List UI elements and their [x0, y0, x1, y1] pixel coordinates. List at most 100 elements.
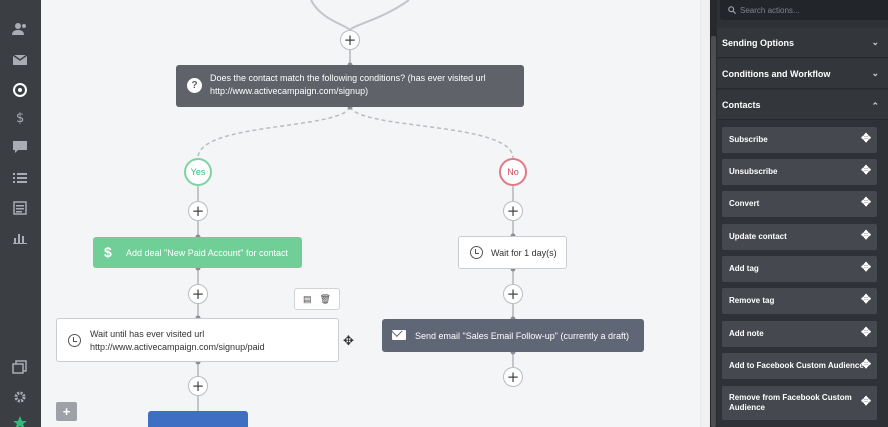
add-deal-label: Add deal "New Paid Account" for contact	[126, 247, 288, 258]
action-label: Remove tag	[729, 296, 775, 305]
add-deal-node[interactable]: $ Add deal "New Paid Account" for contac…	[93, 237, 302, 268]
move-icon: ✥	[860, 394, 871, 408]
move-icon: ✥	[860, 357, 871, 371]
wait-until-label: Wait until has ever visited url	[90, 329, 205, 339]
branch-no[interactable]: No	[499, 158, 527, 186]
settings-icon[interactable]	[11, 390, 29, 404]
move-icon: ✥	[860, 292, 871, 306]
branch-yes-label: Yes	[190, 167, 206, 177]
action-label: Remove from Facebook Custom Audience	[729, 393, 852, 412]
canvas-scrollbar[interactable]	[701, 0, 709, 427]
clock-icon	[68, 334, 81, 347]
add-step-button[interactable]: +	[188, 284, 208, 304]
trash-icon[interactable]: 🗑	[319, 293, 331, 304]
chevron-up-icon: ⌃	[871, 101, 879, 111]
chevron-down-icon: ⌄	[871, 37, 879, 47]
action-remove-facebook-audience[interactable]: Remove from Facebook Custom Audience ✥	[722, 386, 877, 420]
clock-icon	[470, 246, 483, 259]
move-icon: ✥	[860, 228, 871, 242]
wait-until-node[interactable]: Wait until has ever visited url http://w…	[56, 318, 339, 362]
note-icon[interactable]: ▤	[303, 293, 312, 304]
left-navigation: $	[0, 0, 41, 427]
add-step-button[interactable]: +	[503, 284, 523, 304]
move-icon: ✥	[860, 260, 871, 274]
action-remove-tag[interactable]: Remove tag ✥	[722, 288, 877, 314]
add-step-button[interactable]: +	[503, 367, 523, 387]
move-icon: ✥	[860, 325, 871, 339]
section-label: Sending Options	[722, 37, 794, 48]
action-label: Add tag	[729, 264, 759, 273]
forms-icon[interactable]	[11, 201, 29, 215]
add-step-button[interactable]: +	[188, 201, 208, 221]
action-subscribe[interactable]: Subscribe ✥	[722, 127, 877, 153]
zoom-in-icon: +	[62, 404, 71, 419]
wait-label: Wait for 1 day(s)	[491, 247, 557, 258]
zoom-in-button[interactable]: +	[56, 402, 77, 421]
wait-until-url: http://www.activecampaign.com/signup/pai…	[90, 342, 265, 352]
action-add-tag[interactable]: Add tag ✥	[722, 256, 877, 282]
plus-icon: +	[343, 30, 357, 49]
plus-icon: +	[191, 284, 205, 303]
pages-icon[interactable]	[11, 360, 29, 374]
plus-icon: +	[506, 367, 520, 386]
actions-panel: Search actions... Sending Options ⌄ Cond…	[710, 0, 888, 427]
automation-canvas[interactable]: + ? Does the contact match the following…	[41, 0, 710, 427]
section-contacts[interactable]: Contacts ⌃	[717, 90, 888, 120]
svg-text:$: $	[16, 111, 24, 124]
search-icon	[728, 6, 736, 14]
action-add-facebook-audience[interactable]: Add to Facebook Custom Audience✥	[722, 353, 877, 379]
send-email-node[interactable]: Send email "Sales Email Follow-up" (curr…	[382, 319, 644, 352]
move-icon: ✥	[860, 131, 871, 145]
dollar-icon: $	[104, 244, 112, 260]
action-label: Convert	[729, 199, 760, 208]
action-add-note[interactable]: Add note ✥	[722, 321, 877, 347]
deals-icon[interactable]: $	[11, 110, 29, 124]
send-email-label: Send email "Sales Email Follow-up" (curr…	[415, 330, 629, 341]
conversations-icon[interactable]	[11, 140, 29, 154]
action-convert[interactable]: Convert ✥	[722, 191, 877, 217]
node-toolbar: ▤ 🗑	[294, 288, 340, 310]
chevron-down-icon: ⌄	[871, 68, 879, 78]
action-label: Unsubscribe	[729, 167, 778, 176]
reports-icon[interactable]	[11, 231, 29, 245]
partial-action-node[interactable]	[148, 411, 248, 427]
action-update-contact[interactable]: Update contact ✥	[722, 224, 877, 250]
wait-node[interactable]: Wait for 1 day(s)	[458, 236, 567, 269]
panel-scrollbar-thumb[interactable]	[711, 36, 716, 427]
canvas-scrollbar-track	[700, 0, 710, 427]
section-label: Conditions and Workflow	[722, 68, 831, 79]
mail-icon[interactable]	[11, 53, 29, 67]
add-step-button[interactable]: +	[503, 201, 523, 221]
question-icon: ?	[187, 78, 202, 93]
move-icon: ✥	[860, 163, 871, 177]
branch-yes[interactable]: Yes	[184, 158, 212, 186]
plus-icon: +	[506, 284, 520, 303]
add-step-button[interactable]: +	[340, 30, 360, 50]
contacts-icon[interactable]	[11, 22, 29, 36]
star-icon[interactable]	[11, 416, 29, 427]
plus-icon: +	[191, 201, 205, 220]
search-input[interactable]: Search actions...	[720, 0, 888, 20]
section-conditions-workflow[interactable]: Conditions and Workflow ⌄	[717, 59, 888, 89]
action-label: Update contact	[729, 232, 787, 241]
lists-icon[interactable]	[11, 171, 29, 185]
condition-url: http://www.activecampaign.com/signup)	[210, 86, 369, 96]
plus-icon: +	[191, 376, 205, 395]
action-label: Add note	[729, 329, 764, 338]
envelope-icon	[392, 330, 406, 340]
plus-icon: +	[506, 201, 520, 220]
automations-icon[interactable]	[11, 83, 29, 97]
condition-node[interactable]: ? Does the contact match the following c…	[176, 65, 524, 107]
panel-scrollbar[interactable]	[710, 0, 717, 427]
move-icon: ✥	[860, 195, 871, 209]
add-step-button[interactable]: +	[188, 376, 208, 396]
condition-text: Does the contact match the following con…	[210, 73, 486, 83]
section-label: Contacts	[722, 99, 761, 110]
action-label: Subscribe	[729, 135, 768, 144]
action-unsubscribe[interactable]: Unsubscribe ✥	[722, 159, 877, 185]
search-placeholder: Search actions...	[740, 5, 800, 15]
section-sending-options[interactable]: Sending Options ⌄	[717, 28, 888, 58]
branch-no-label: No	[507, 167, 519, 177]
action-label: Add to Facebook Custom Audience	[729, 361, 864, 370]
move-icon[interactable]: ✥	[343, 333, 354, 348]
